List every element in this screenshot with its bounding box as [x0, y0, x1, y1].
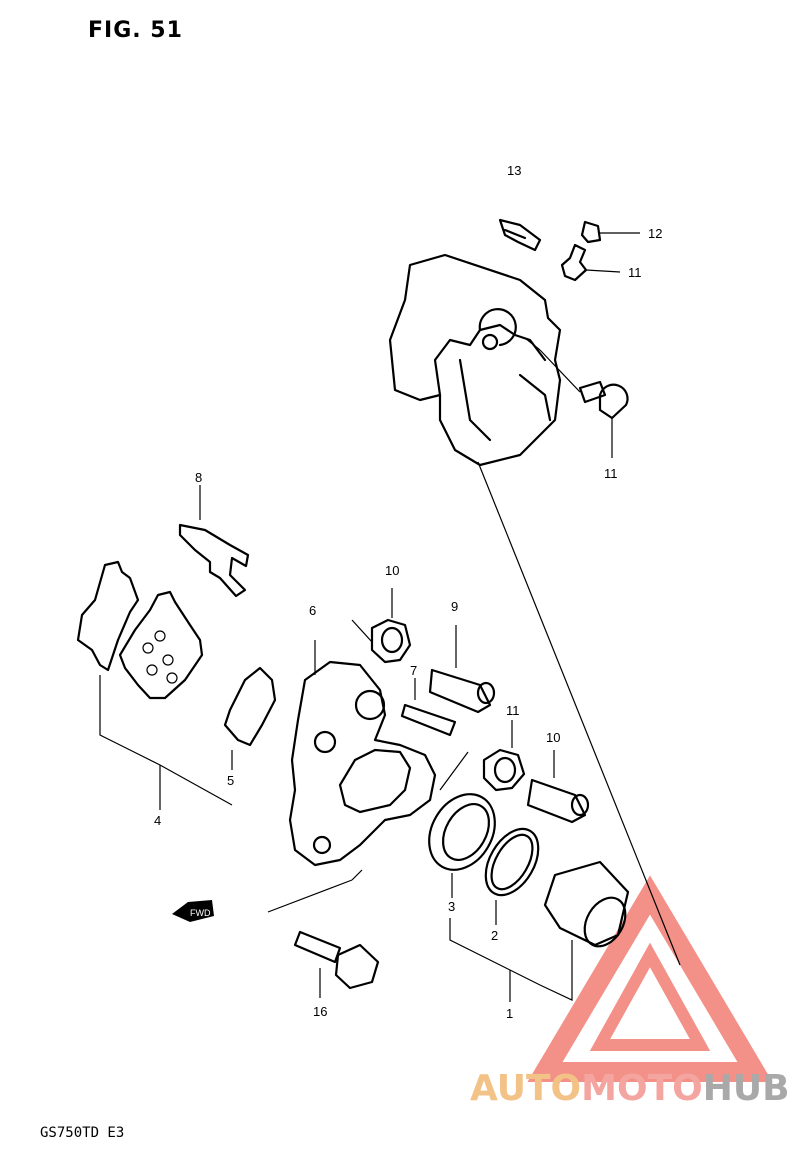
- watermark-logo-icon: [527, 875, 773, 1082]
- callout-6: 6: [309, 603, 316, 618]
- callout-1: 1: [506, 1006, 513, 1021]
- callout-2: 2: [491, 928, 498, 943]
- watermark-hub: HUB: [702, 1068, 790, 1109]
- slide-pin-upper: [428, 625, 496, 714]
- bleeder-cap: [580, 220, 640, 244]
- caliper-bracket: [288, 640, 437, 867]
- pad-pin: [400, 678, 457, 737]
- watermark-moto: MOTO: [581, 1068, 703, 1109]
- dust-seal: [428, 793, 496, 898]
- caliper-body: [388, 253, 562, 467]
- bracket-bolt: [293, 930, 380, 998]
- pad-spring-clip: [498, 218, 542, 252]
- watermark-auto: AUTO: [470, 1068, 582, 1109]
- callout-11-upper: 10: [385, 563, 399, 578]
- callout-14: 12: [648, 226, 662, 241]
- pad-spring: [178, 485, 250, 598]
- callout-4: 4: [154, 813, 161, 828]
- caliper-bolt: [578, 380, 629, 458]
- piston: [449, 860, 630, 1002]
- boot-lower: [482, 720, 526, 792]
- figure-title: FIG. 51: [88, 18, 183, 43]
- callout-labels: 13 12 11 11 8 10 9 6 7 11 10 5 4 3 2 1 1…: [154, 163, 662, 1021]
- callout-12: 11: [604, 466, 618, 481]
- bleeder-valve: [560, 243, 621, 282]
- callout-13: 11: [628, 265, 642, 280]
- piston-seal: [484, 827, 540, 925]
- pad-shim: [223, 666, 277, 770]
- callout-3: 3: [448, 899, 455, 914]
- callout-7: 7: [410, 663, 417, 678]
- brake-pad-set: [76, 560, 233, 810]
- assembly-lines: [267, 337, 681, 966]
- callout-5: 5: [227, 773, 234, 788]
- boot-upper: [370, 588, 412, 664]
- callout-10: 10: [546, 730, 560, 745]
- callout-15: 13: [507, 163, 521, 178]
- slide-pin-lower: [526, 750, 590, 824]
- callout-8: 8: [195, 470, 202, 485]
- fwd-label: FWD: [190, 908, 211, 918]
- callout-16: 16: [313, 1004, 327, 1019]
- watermark-text: AUTOMOTOHUB: [470, 1068, 790, 1109]
- callout-11-lower: 11: [506, 703, 520, 718]
- forward-arrow-icon: FWD: [172, 900, 214, 922]
- callout-9: 9: [451, 599, 458, 614]
- model-code: GS750TD E3: [40, 1125, 125, 1141]
